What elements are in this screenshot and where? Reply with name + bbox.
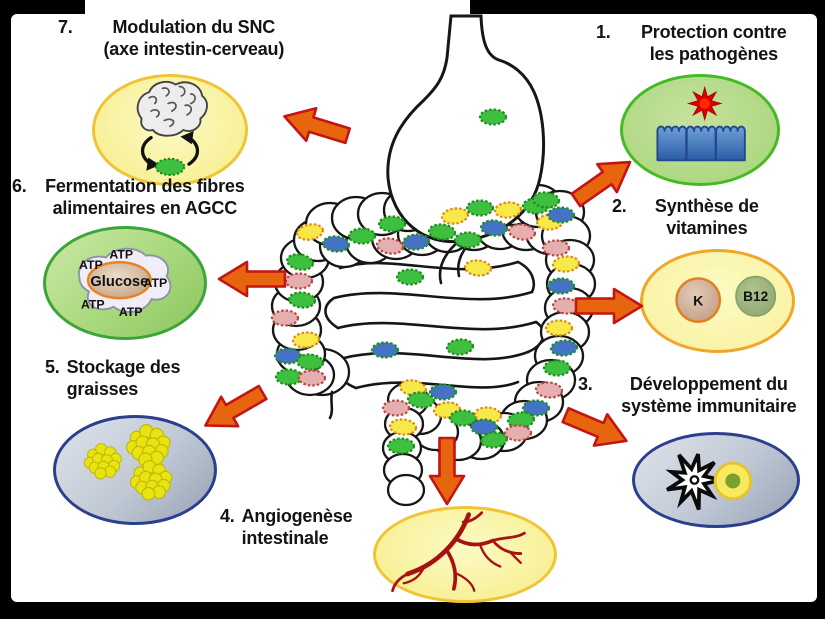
label-line2: (axe intestin-cerveau) — [103, 38, 285, 59]
brain-icon — [136, 81, 208, 137]
label-stockage: 5. Stockage des graisses — [45, 357, 205, 401]
vitamin-b12-label: B12 — [743, 289, 768, 304]
label-line2: alimentaires en AGCC — [52, 197, 238, 218]
cycle-arrows-icon — [140, 130, 200, 171]
label-immunitaire: 3. Développement du système immunitaire — [578, 374, 818, 418]
pathogen-star-icon — [686, 85, 723, 122]
blood-vessels-icon — [391, 511, 526, 593]
microbe-icon — [154, 157, 186, 176]
oval-immunitaire — [632, 432, 800, 528]
label-number: 2. — [612, 196, 627, 216]
atp-label: ATP — [143, 276, 167, 290]
brain-gut-cycle-illustration — [136, 81, 208, 176]
label-line1: Stockage des — [66, 357, 181, 377]
label-line1: Modulation du SNC — [112, 17, 276, 37]
label-number: 4. — [220, 506, 235, 526]
label-number: 6. — [12, 176, 27, 196]
fat-droplets-icon — [83, 424, 173, 501]
label-line2: vitamines — [666, 217, 748, 238]
label-number: 1. — [596, 22, 611, 42]
vitamin-k-label: K — [693, 293, 704, 309]
epithelium-pathogen-illustration — [656, 85, 746, 162]
label-number: 5. — [45, 357, 60, 377]
atp-label: ATP — [109, 247, 133, 261]
background-notch — [85, 0, 470, 16]
label-line2: graisses — [66, 378, 139, 399]
oval-fermentation: Glucose ATP ATP ATP ATP ATP — [43, 226, 207, 340]
label-protection: 1. Protection contre les pathogènes — [596, 22, 810, 66]
label-modulation-snc: 7. Modulation du SNC (axe intestin-cerve… — [58, 17, 308, 61]
atp-label: ATP — [81, 298, 105, 312]
vitamin-b12-icon: B12 — [735, 275, 777, 317]
atp-label: ATP — [119, 305, 143, 319]
label-vitamines: 2. Synthèse de vitamines — [612, 196, 780, 240]
label-line1: Fermentation des fibres — [45, 176, 245, 196]
oval-angiogenese — [373, 506, 557, 603]
label-angiogenese: 4. Angiogenèse intestinale — [220, 506, 370, 550]
label-line1: Angiogenèse — [241, 506, 353, 526]
glucose-label: Glucose — [90, 274, 148, 290]
oval-modulation-snc — [92, 74, 248, 186]
label-fermentation: 6. Fermentation des fibres alimentaires … — [12, 176, 256, 220]
glucose-cell-icon: Glucose ATP ATP ATP ATP ATP — [78, 247, 172, 319]
epithelium-icon — [656, 125, 746, 162]
vitamin-k-icon: K — [675, 277, 722, 323]
label-number: 7. — [58, 17, 73, 37]
label-line1: Protection contre — [641, 22, 787, 42]
label-line2: intestinale — [241, 527, 329, 548]
lymphocyte-icon — [713, 461, 753, 501]
oval-protection — [620, 74, 780, 186]
label-line1: Développement du — [629, 374, 788, 394]
label-number: 3. — [578, 374, 593, 394]
immune-cells-illustration — [665, 453, 753, 511]
vitamins-illustration: K B12 — [675, 275, 777, 323]
oval-stockage — [53, 415, 217, 525]
label-line2: les pathogènes — [649, 43, 778, 64]
dendritic-cell-icon — [665, 453, 723, 511]
label-line1: Synthèse de — [654, 196, 759, 216]
oval-vitamines: K B12 — [640, 249, 795, 353]
atp-label: ATP — [79, 258, 103, 272]
label-line2: système immunitaire — [621, 395, 797, 416]
